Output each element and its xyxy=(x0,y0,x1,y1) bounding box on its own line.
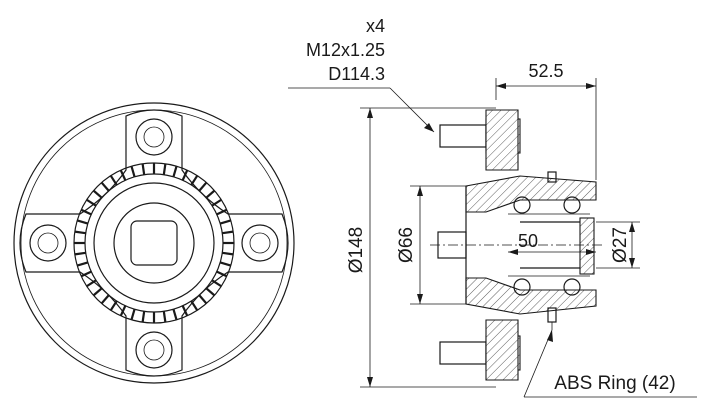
dim-inner-dia: Ø27 xyxy=(596,221,640,269)
dim-bearing-width: 50 xyxy=(508,231,596,255)
side-section-view xyxy=(430,109,604,381)
hub-body-lower xyxy=(465,277,597,315)
tone-ring-tooth xyxy=(216,270,228,278)
tone-ring-tooth xyxy=(219,219,232,225)
tone-ring-tooth xyxy=(80,270,92,278)
tone-ring-tooth xyxy=(222,251,234,256)
tone-ring-tooth xyxy=(205,189,216,199)
dim-outer-dia: Ø148 xyxy=(346,107,496,388)
stud-hole-left xyxy=(29,224,67,262)
tone-ring-tooth xyxy=(190,300,199,311)
tone-ring-tooth xyxy=(76,261,89,267)
tone-ring-tooth xyxy=(80,208,92,216)
stud-hole-top xyxy=(135,118,173,156)
stud-hole-bottom xyxy=(135,331,173,369)
tone-ring-tooth xyxy=(181,305,189,317)
bearing-ball xyxy=(513,278,531,296)
tone-ring-tooth xyxy=(100,294,110,305)
tone-ring-tooth xyxy=(181,169,189,181)
tone-ring-tooth xyxy=(76,219,89,225)
tone-ring-tooth xyxy=(172,165,178,178)
tone-ring-tooth xyxy=(119,169,127,181)
tone-ring-tooth xyxy=(100,181,110,192)
dim-pilot-dia-label: Ø66 xyxy=(396,227,417,263)
tone-ring-tooth xyxy=(198,294,208,305)
abs-ring-side xyxy=(547,171,557,183)
tone-ring-tooth xyxy=(216,208,228,216)
bearing-ball xyxy=(563,278,581,296)
bearing-ball xyxy=(563,196,581,214)
dim-bearing-width-label: 50 xyxy=(518,231,538,251)
tone-ring-tooth xyxy=(92,189,103,199)
dim-inner-dia-label: Ø27 xyxy=(610,227,631,263)
dim-outer-dia-label: Ø148 xyxy=(346,227,367,273)
tone-ring-tooth xyxy=(74,251,86,256)
abs-tone-ring-front xyxy=(73,162,235,324)
callout-qty: x4 xyxy=(366,16,385,36)
tone-ring-tooth xyxy=(211,279,222,288)
hub-bore-circle xyxy=(113,202,195,284)
tone-ring-tooth xyxy=(162,311,167,323)
tone-ring-tooth xyxy=(141,163,146,175)
tone-ring-tooth xyxy=(130,308,136,321)
drum-outer-circle xyxy=(13,102,295,384)
dim-width: 52.5 xyxy=(495,61,597,180)
bearing-ball xyxy=(513,196,531,214)
tone-ring-tooth xyxy=(198,181,208,192)
tone-ring-tooth xyxy=(109,300,118,311)
tone-ring-tooth xyxy=(109,175,118,186)
axle-end xyxy=(130,220,178,266)
dim-pilot-dia: Ø66 xyxy=(396,185,466,305)
tone-ring-tooth xyxy=(141,311,146,323)
dim-width-label: 52.5 xyxy=(528,61,563,81)
tone-ring-tooth xyxy=(211,198,222,207)
stud-hole-right xyxy=(241,224,279,262)
inner-seal xyxy=(579,217,595,275)
flange-plate xyxy=(485,109,519,171)
callout-thread: M12x1.25 xyxy=(306,40,385,60)
tone-ring-tooth xyxy=(219,261,232,267)
stud-callout: x4 M12x1.25 D114.3 xyxy=(288,16,435,133)
hub-body-upper xyxy=(465,175,597,213)
abs-ring-label: ABS Ring (42) xyxy=(554,373,675,394)
tone-ring-tooth xyxy=(92,287,103,297)
tone-ring-tooth xyxy=(222,230,234,235)
drum-inner-circle xyxy=(20,109,288,377)
flange-outline xyxy=(19,109,289,377)
tone-ring-tooth xyxy=(162,163,167,175)
tone-ring-tooth xyxy=(86,198,97,207)
abs-ring-callout: ABS Ring (42) xyxy=(523,329,697,398)
tone-ring-tooth xyxy=(205,287,216,297)
tone-ring-tooth xyxy=(172,308,178,321)
tone-ring-tooth xyxy=(86,279,97,288)
tone-ring-tooth xyxy=(190,175,199,186)
tone-ring-tooth xyxy=(130,165,136,178)
hub-pilot-circle xyxy=(93,182,215,304)
tone-ring-tooth xyxy=(119,305,127,317)
tone-ring-tooth xyxy=(74,230,86,235)
front-view xyxy=(13,102,295,384)
callout-pcd: D114.3 xyxy=(328,64,385,84)
